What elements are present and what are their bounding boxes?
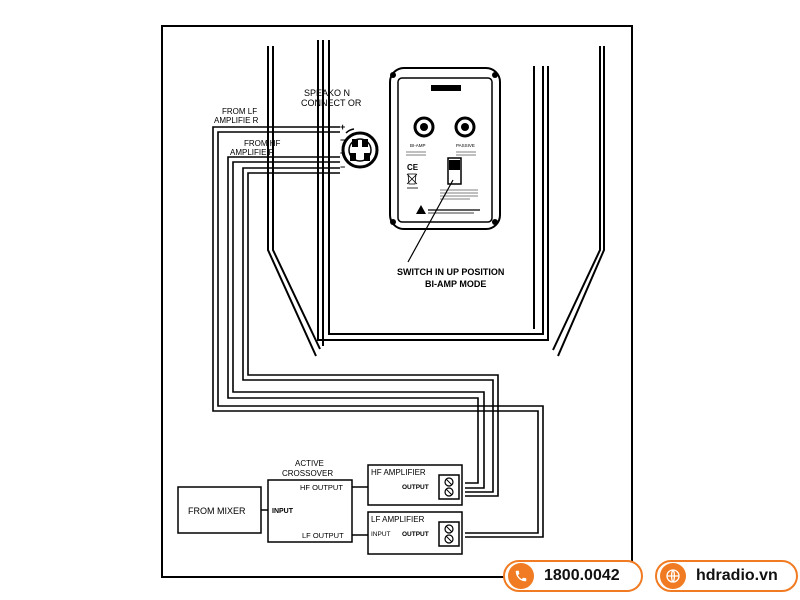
from-lf-label-line2: AMPLIFIE R (214, 116, 259, 125)
rear-panel: BI-AMP PASSIVE CE (389, 67, 501, 230)
lf-amp-input-label: INPUT (371, 531, 391, 538)
biamp-mode-label: BI-AMP MODE (425, 279, 486, 289)
hf-amplifier-label: HF AMPLIFIER (371, 468, 426, 477)
passive-label: PASSIVE (456, 143, 475, 148)
globe-icon (660, 563, 686, 589)
lf-amp-terminal (438, 521, 460, 547)
plus-sign-1: + (340, 122, 345, 132)
active-crossover-box (267, 479, 353, 543)
website-url: hdradio.vn (696, 567, 778, 584)
crossover-label-line2: CROSSOVER (282, 469, 333, 478)
hf-amp-terminal (438, 474, 460, 500)
hf-output-label: HF OUTPUT (300, 483, 343, 492)
phone-icon (508, 563, 534, 589)
hf-amp-wires (227, 156, 485, 489)
lf-amp-output-label: OUTPUT (402, 531, 429, 538)
lf-amp-wires (212, 126, 544, 538)
speakon-label-line2: CONNECT OR (301, 98, 362, 108)
minus-sign-1: − (340, 135, 345, 145)
crossover-input-label: INPUT (272, 508, 294, 515)
phone-number: 1800.0042 (544, 567, 620, 584)
diagram-frame (161, 25, 633, 578)
plus-sign-2: + (340, 148, 345, 158)
hf-amp-output-label: OUTPUT (402, 484, 429, 491)
ce-mark: CE (407, 163, 419, 172)
from-mixer-box (177, 486, 262, 534)
phone-badge[interactable]: 1800.0042 (503, 560, 643, 592)
lf-amplifier-label: LF AMPLIFIER (371, 515, 425, 524)
speakon-label-line1: SPEAKO N (304, 88, 350, 98)
lf-output-label: LF OUTPUT (302, 531, 344, 540)
from-hf-label-line1: FROM HF (244, 139, 281, 148)
from-lf-label-line1: FROM LF (222, 107, 257, 116)
bin-icon (406, 173, 418, 185)
from-hf-label-line2: AMPLIFIE R (230, 148, 275, 157)
speaker-cabinet (267, 40, 605, 357)
website-badge[interactable]: hdradio.vn (655, 560, 798, 592)
crossover-label-line1: ACTIVE (295, 459, 324, 468)
speakon-connector (341, 128, 379, 169)
from-mixer-label: FROM MIXER (188, 506, 246, 516)
minus-sign-2: − (340, 162, 345, 172)
biamp-label: BI-AMP (410, 143, 426, 148)
switch-position-label: SWITCH IN UP POSITION (397, 267, 504, 277)
brand-logo-icon (416, 205, 426, 214)
switch-pointer (407, 179, 454, 263)
panel-return-wires (242, 167, 499, 497)
